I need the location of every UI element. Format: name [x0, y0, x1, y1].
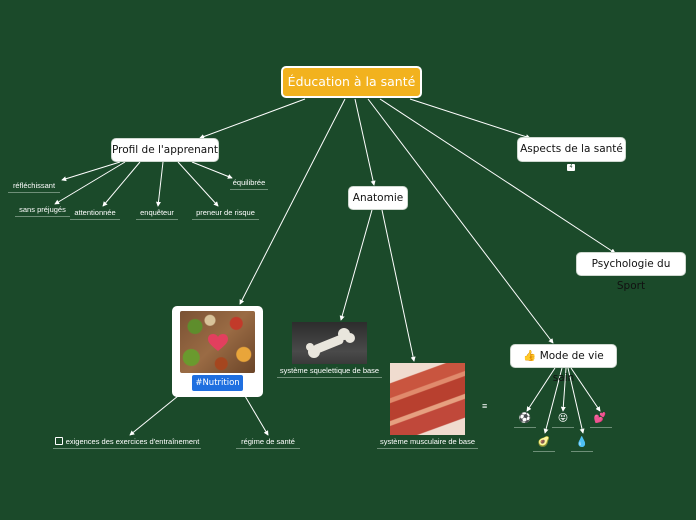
topic-nutrition[interactable]: #Nutrition: [172, 306, 263, 397]
droplet-icon[interactable]: 💧: [575, 437, 589, 448]
two-hearts-icon[interactable]: 💕: [593, 413, 607, 424]
soccer-ball-icon[interactable]: ⚽: [518, 413, 532, 424]
trait-sans-prejuges[interactable]: sans préjugés: [15, 205, 70, 217]
nutrition-regime[interactable]: régime de santé: [236, 437, 300, 449]
emoji-underline: [533, 451, 555, 452]
heart-icon: [208, 334, 228, 351]
trait-reflechissant[interactable]: réfléchissant: [8, 181, 60, 193]
skeleton-image[interactable]: [292, 322, 367, 364]
trait-attentionnee[interactable]: attentionnée: [70, 208, 120, 220]
notes-icon[interactable]: ≡: [482, 401, 488, 411]
emoji-underline: [552, 427, 574, 428]
topic-profil-title: Profil de l'apprenant: [112, 144, 218, 156]
topic-mode-title: 👍 Mode de vie sain: [523, 350, 604, 384]
trait-equilibree[interactable]: équilibrée: [230, 178, 268, 190]
emoji-underline: [571, 451, 593, 452]
topic-aspects[interactable]: Aspects de la santé: [518, 138, 625, 161]
muscle-caption[interactable]: système musculaire de base: [377, 437, 478, 449]
bone-icon: [306, 328, 355, 358]
topic-profil[interactable]: Profil de l'apprenant: [112, 139, 218, 161]
food-image: [180, 311, 255, 373]
topic-anatomie[interactable]: Anatomie: [349, 187, 407, 209]
checkbox-icon[interactable]: [54, 437, 63, 445]
avocado-icon[interactable]: 🥑: [537, 437, 551, 448]
root-topic[interactable]: Éducation à la santé: [281, 66, 422, 98]
topic-anatomie-title: Anatomie: [352, 192, 404, 204]
nutrition-exigences[interactable]: exigences des exercices d'entraînement: [53, 437, 201, 449]
topic-mode-de-vie[interactable]: 👍 Mode de vie sain: [511, 345, 616, 384]
root-title: Éducation à la santé: [287, 74, 416, 89]
trait-enqueteur[interactable]: enquêteur: [136, 208, 178, 220]
skeleton-caption[interactable]: système squelettique de base: [277, 366, 382, 378]
collapsed-count-badge[interactable]: 4: [567, 164, 575, 171]
emoji-underline: [590, 427, 612, 428]
emoji-underline: [514, 427, 536, 428]
muscle-image[interactable]: [390, 363, 465, 435]
topic-psychologie[interactable]: Psychologie du Sport: [577, 253, 685, 292]
topic-aspects-title: Aspects de la santé: [520, 143, 623, 155]
trait-preneur-de-risque[interactable]: preneur de risque: [192, 208, 259, 220]
topic-psychologie-title: Psychologie du Sport: [591, 258, 671, 292]
tongue-face-icon[interactable]: 😝: [557, 413, 569, 424]
nutrition-tag: #Nutrition: [192, 375, 243, 391]
